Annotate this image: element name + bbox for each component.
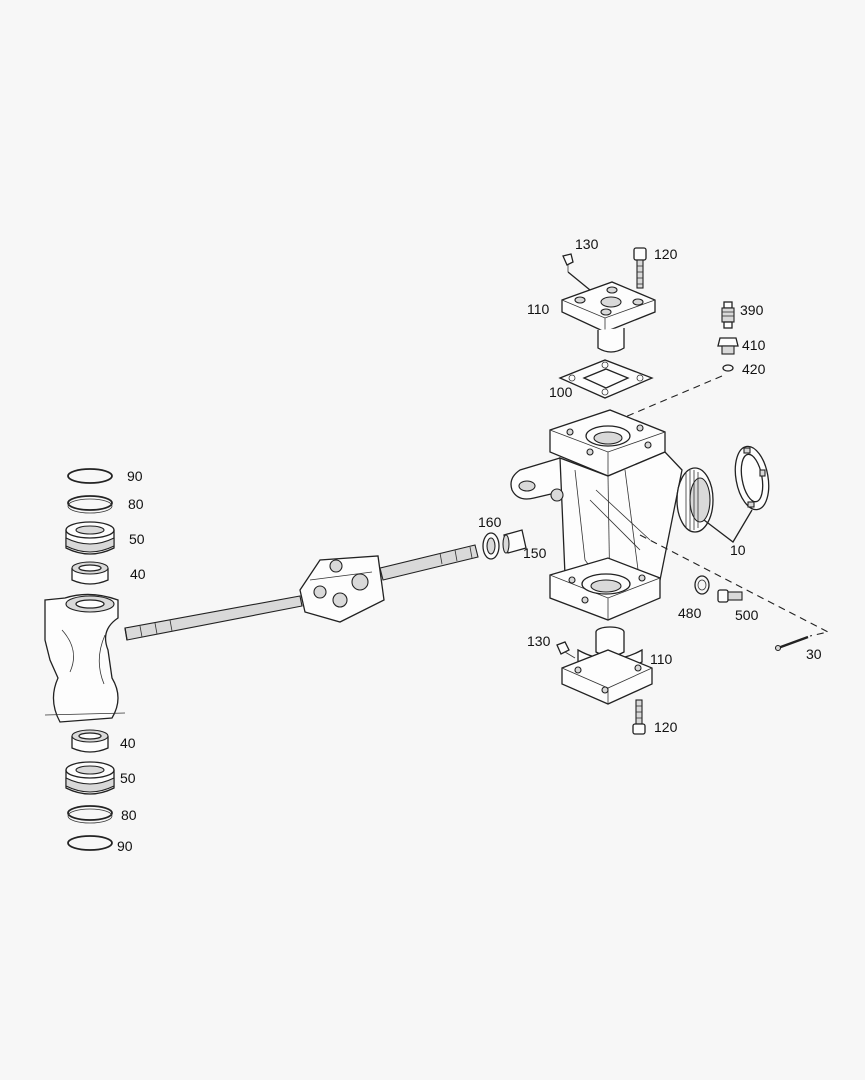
- roller-bearing-bottom-50: [65, 761, 115, 795]
- label-40-top: 40: [130, 566, 146, 582]
- grease-nipple-bottom-130: [556, 641, 576, 659]
- label-130-top: 130: [575, 236, 599, 252]
- label-120-top: 120: [654, 246, 678, 262]
- bearing-race-top-40: [71, 561, 109, 585]
- label-110-bottom: 110: [650, 651, 673, 667]
- label-390: 390: [740, 302, 764, 318]
- grease-nipple-top-130: [562, 253, 591, 291]
- seal-160: [482, 532, 500, 560]
- axle-shaft: [124, 544, 479, 641]
- sensor-30: [774, 635, 809, 652]
- label-160: 160: [478, 514, 502, 530]
- label-480: 480: [678, 605, 702, 621]
- leader-dashed-420: [617, 375, 723, 421]
- label-150: 150: [523, 545, 547, 561]
- label-90-bottom: 90: [117, 838, 133, 854]
- plug-410: [717, 337, 739, 355]
- label-110-top: 110: [527, 301, 550, 317]
- king-pin-cover-bottom-110: [561, 626, 653, 705]
- label-40-bottom: 40: [120, 735, 136, 751]
- seal-ring-480: [694, 575, 710, 595]
- bushing-150: [502, 529, 527, 554]
- bolt-bottom-120: [632, 699, 646, 735]
- snap-ring-top-90: [67, 468, 113, 484]
- axle-housing: [44, 593, 126, 723]
- universal-joint: [299, 555, 385, 623]
- o-ring-420: [722, 364, 734, 372]
- label-10: 10: [730, 542, 746, 558]
- bearing-race-bottom-40: [71, 729, 109, 753]
- king-pin-cover-top-110: [561, 281, 656, 353]
- label-80-bottom: 80: [121, 807, 137, 823]
- label-50-top: 50: [129, 531, 145, 547]
- label-420: 420: [742, 361, 766, 377]
- shim-bottom-80: [67, 805, 113, 824]
- label-120-bottom: 120: [654, 719, 678, 735]
- roller-bearing-top-50: [65, 521, 115, 555]
- label-90-top: 90: [127, 468, 143, 484]
- label-130-bottom: 130: [527, 633, 551, 649]
- ring-nut-10: [734, 445, 770, 511]
- label-50-bottom: 50: [120, 770, 136, 786]
- bolt-top-120: [633, 247, 647, 289]
- label-500: 500: [735, 607, 759, 623]
- label-80-top: 80: [128, 496, 144, 512]
- snap-ring-bottom-90: [67, 835, 113, 851]
- gasket-100: [558, 359, 654, 399]
- steering-knuckle-10: [510, 409, 714, 621]
- label-30: 30: [806, 646, 822, 662]
- label-410: 410: [742, 337, 766, 353]
- leader-10: [703, 509, 753, 543]
- breather-valve-390: [721, 301, 735, 329]
- screw-500: [717, 589, 743, 603]
- label-100: 100: [549, 384, 573, 400]
- shim-top-80: [67, 495, 113, 514]
